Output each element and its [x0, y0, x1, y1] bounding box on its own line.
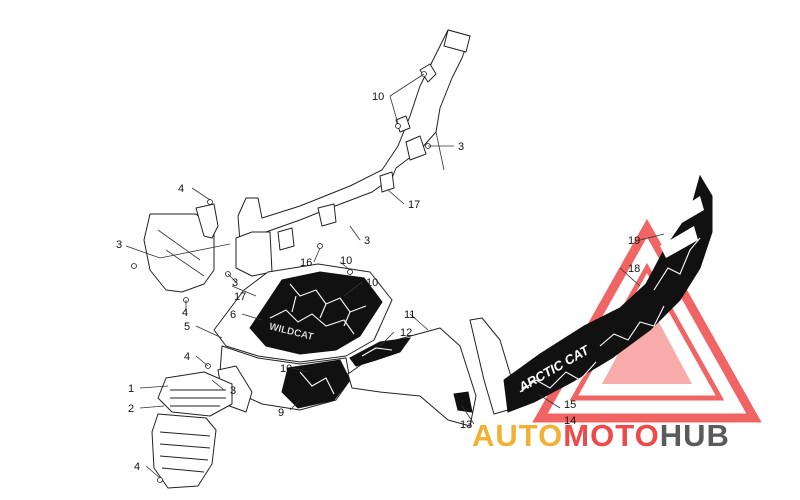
- right-fender-shield: [347, 327, 477, 427]
- callout-10-mid: 10: [340, 255, 352, 267]
- upper-dash-panel: [235, 29, 471, 277]
- callout-3-grille: 3: [230, 385, 236, 397]
- callout-3-top: 3: [458, 141, 464, 153]
- left-side-panel: [143, 203, 219, 293]
- callout-18: 18: [628, 263, 640, 275]
- callout-7: 9: [278, 407, 284, 419]
- front-lower-panel: [217, 345, 351, 413]
- leader-lines: [125, 73, 665, 479]
- callout-1: 1: [128, 383, 134, 395]
- callout-10-top: 10: [372, 91, 384, 103]
- callout-17-top: 17: [408, 199, 420, 211]
- callout-4-left-top: 4: [178, 183, 184, 195]
- callout-6: 6: [230, 309, 236, 321]
- callout-11: 11: [404, 309, 415, 321]
- callout-4-left-mid: 4: [182, 307, 188, 319]
- watermark-logo: AUTOMOTOHUB: [472, 418, 730, 454]
- callout-13: 13: [460, 419, 472, 431]
- watermark-hub: HUB: [659, 418, 730, 453]
- callout-3-middle: 3: [364, 235, 370, 247]
- callout-17-mid: 17: [234, 291, 246, 303]
- callout-3-left: 3: [116, 239, 122, 251]
- front-grille: [151, 371, 233, 489]
- callout-labels: 10 3 4 17 3 3 16 10 10 3 17 4 5 6 11 12 …: [116, 91, 640, 473]
- callout-5: 5: [184, 321, 190, 333]
- callout-8: 10: [280, 363, 292, 375]
- callout-9: 10: [366, 277, 378, 289]
- callout-12: 12: [400, 327, 412, 339]
- callout-14: 14: [564, 415, 576, 427]
- callout-3-mid-left: 3: [232, 277, 238, 289]
- watermark-auto: AUTO: [472, 418, 564, 453]
- side-decal-panel: ARCTIC CAT: [469, 174, 713, 415]
- callout-4-bottom: 4: [134, 461, 140, 473]
- callout-15: 15: [564, 399, 576, 411]
- callout-4-grille: 4: [184, 351, 190, 363]
- watermark-moto: MOTO: [563, 418, 660, 453]
- callout-16: 16: [300, 257, 312, 269]
- callout-2: 2: [128, 403, 134, 415]
- callout-19: 19: [628, 235, 640, 247]
